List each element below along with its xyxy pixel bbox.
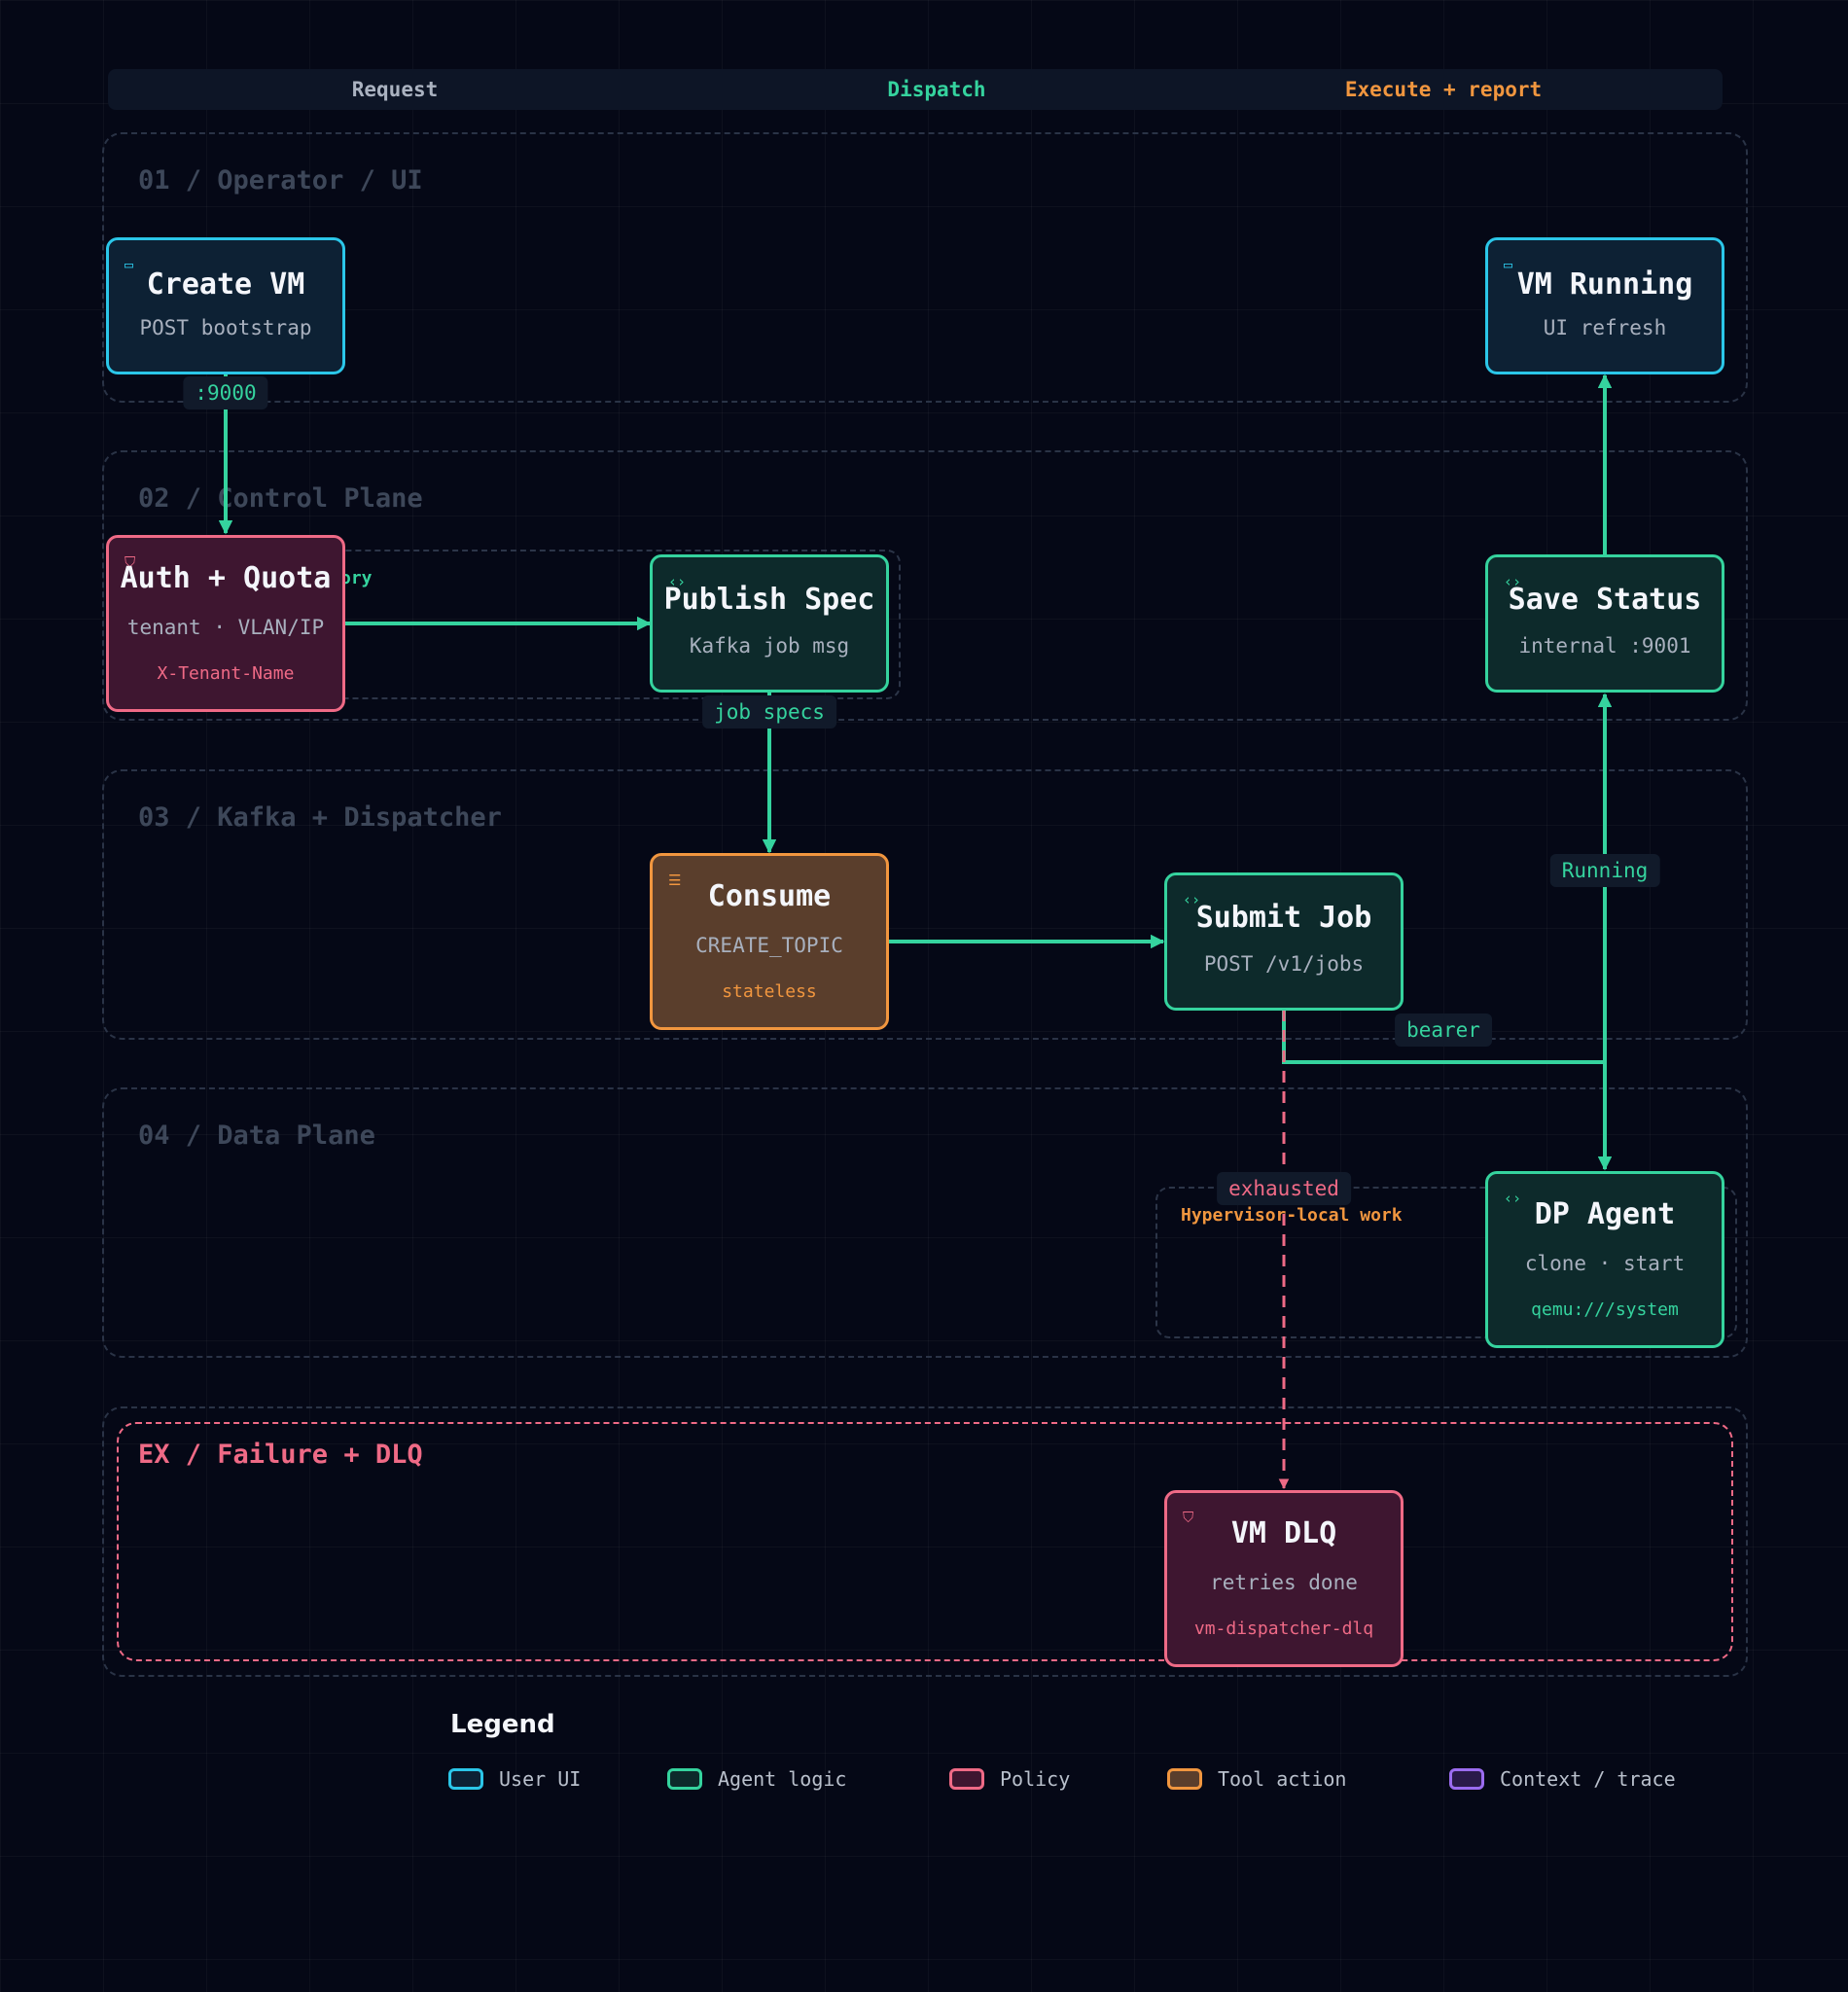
code-icon: ‹› <box>1504 573 1522 590</box>
lane-kafka-dispatcher <box>102 769 1748 1040</box>
node-dp-agent-extra: qemu:///system <box>1531 1299 1679 1320</box>
legend-label-context-trace: Context / trace <box>1500 1767 1676 1791</box>
legend-label-user-ui: User UI <box>499 1767 582 1791</box>
lane-label-kafka-dispatcher: 03 / Kafka + Dispatcher <box>138 802 502 833</box>
node-consume-title: Consume <box>707 879 832 913</box>
node-dp-agent[interactable]: ‹› DP Agent clone · start qemu:///system <box>1485 1171 1724 1348</box>
legend-swatch-policy <box>949 1768 984 1790</box>
lane-failure-outer <box>102 1406 1748 1677</box>
column-dispatch: Dispatch <box>887 78 986 101</box>
node-vm-running-subtitle: UI refresh <box>1543 316 1667 339</box>
hypervisor-group <box>1155 1187 1737 1338</box>
node-save-status-title: Save Status <box>1508 583 1702 617</box>
legend-item-tool-action: Tool action <box>1167 1764 1346 1794</box>
node-auth-quota-header: X-Tenant-Name <box>157 663 295 684</box>
node-consume-subtitle: CREATE_TOPIC <box>695 934 843 957</box>
lane-data-plane <box>102 1087 1748 1358</box>
node-save-status[interactable]: ‹› Save Status internal :9001 <box>1485 554 1724 693</box>
hypervisor-group-label: Hypervisor-local work <box>1181 1205 1403 1226</box>
node-publish-spec[interactable]: ‹› Publish Spec Kafka job msg <box>650 554 889 693</box>
node-vm-dlq-subtitle: retries done <box>1210 1571 1358 1594</box>
shield-icon: ⛉ <box>124 553 136 571</box>
node-publish-spec-subtitle: Kafka job msg <box>689 634 850 658</box>
legend-label-agent-logic: Agent logic <box>718 1767 847 1791</box>
node-vm-dlq[interactable]: ⛉ VM DLQ retries done vm-dispatcher-dlq <box>1164 1490 1404 1667</box>
lane-control-plane <box>102 450 1748 721</box>
node-auth-quota[interactable]: ⛉ Auth + Quota tenant · VLAN/IP X-Tenant… <box>106 535 345 712</box>
legend-item-agent-logic: Agent logic <box>667 1764 846 1794</box>
node-save-status-subtitle: internal :9001 <box>1518 634 1691 658</box>
lane-operator-ui <box>102 132 1748 403</box>
node-vm-dlq-title: VM DLQ <box>1230 1516 1337 1550</box>
code-icon: ‹› <box>668 573 687 590</box>
node-dp-agent-subtitle: clone · start <box>1524 1252 1686 1275</box>
node-auth-quota-subtitle: tenant · VLAN/IP <box>126 616 325 639</box>
node-create-vm-subtitle: POST bootstrap <box>139 316 312 339</box>
legend-swatch-context-trace <box>1449 1768 1484 1790</box>
node-submit-job-title: Submit Job <box>1195 901 1372 935</box>
window-icon: ▭ <box>1504 256 1513 273</box>
column-header-bar: Request Dispatch Execute + report <box>108 69 1723 110</box>
node-submit-job[interactable]: ‹› Submit Job POST /v1/jobs <box>1164 872 1404 1011</box>
sliders-icon: ☰ <box>668 872 682 889</box>
legend-title: Legend <box>450 1710 555 1739</box>
node-consume-extra: stateless <box>722 981 817 1002</box>
edge-label-exhausted: exhausted <box>1217 1172 1351 1205</box>
edge-label-port-9000: :9000 <box>183 376 268 409</box>
legend-swatch-user-ui <box>448 1768 483 1790</box>
code-icon: ‹› <box>1183 891 1201 908</box>
node-publish-spec-title: Publish Spec <box>663 583 875 617</box>
lane-label-data-plane: 04 / Data Plane <box>138 1120 375 1151</box>
column-request: Request <box>351 78 439 101</box>
node-create-vm[interactable]: ▭ Create VM POST bootstrap <box>106 237 345 374</box>
legend-swatch-tool-action <box>1167 1768 1202 1790</box>
node-submit-job-subtitle: POST /v1/jobs <box>1203 952 1365 976</box>
edge-label-job-specs: job specs <box>702 695 836 729</box>
legend-label-tool-action: Tool action <box>1218 1767 1347 1791</box>
legend-label-policy: Policy <box>1000 1767 1071 1791</box>
node-vm-running[interactable]: ▭ VM Running UI refresh <box>1485 237 1724 374</box>
column-execute: Execute + report <box>1344 78 1543 101</box>
lane-failure-dlq <box>117 1422 1733 1661</box>
window-icon: ▭ <box>124 256 134 273</box>
control-plane-group-label: ory <box>340 568 373 588</box>
node-auth-quota-title: Auth + Quota <box>120 561 332 595</box>
legend-swatch-agent-logic <box>667 1768 702 1790</box>
lane-label-failure-dlq: EX / Failure + DLQ <box>138 1440 423 1470</box>
node-vm-running-title: VM Running <box>1516 267 1693 302</box>
edge-label-running: Running <box>1549 854 1660 887</box>
node-create-vm-title: Create VM <box>146 267 305 302</box>
edge-label-bearer: bearer <box>1395 1014 1492 1047</box>
lane-label-control-plane: 02 / Control Plane <box>138 483 423 514</box>
legend-item-context-trace: Context / trace <box>1449 1764 1676 1794</box>
lane-label-operator-ui: 01 / Operator / UI <box>138 165 423 196</box>
shield-icon: ⛉ <box>1183 1509 1194 1526</box>
legend-item-user-ui: User UI <box>448 1764 581 1794</box>
legend-item-policy: Policy <box>949 1764 1070 1794</box>
node-consume[interactable]: ☰ Consume CREATE_TOPIC stateless <box>650 853 889 1030</box>
node-dp-agent-title: DP Agent <box>1534 1197 1676 1231</box>
code-icon: ‹› <box>1504 1190 1522 1207</box>
node-vm-dlq-extra: vm-dispatcher-dlq <box>1193 1618 1374 1639</box>
